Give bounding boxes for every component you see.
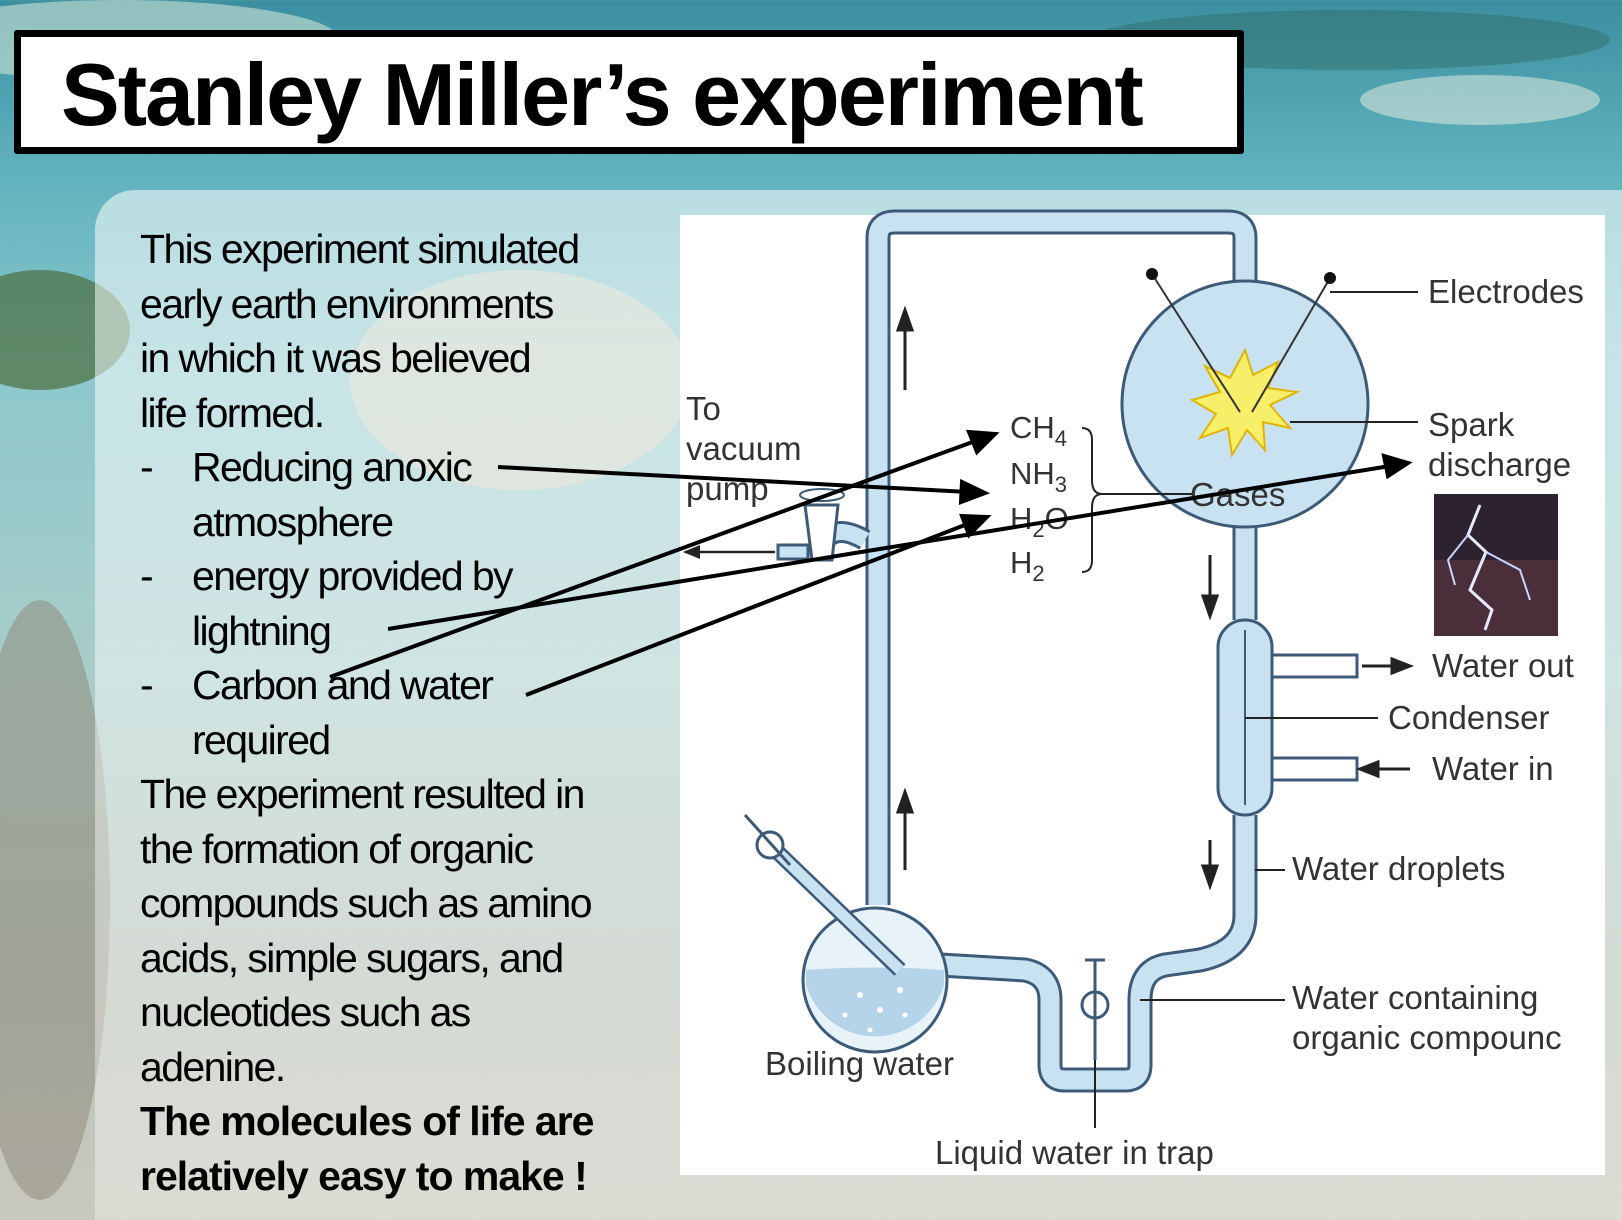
result-line: The experiment resulted in	[140, 771, 585, 817]
bullet-line: Reducing anoxic	[192, 444, 473, 490]
bullet-dash: -	[140, 662, 154, 708]
bullet-dash: -	[140, 444, 154, 490]
bullet-line: lightning	[192, 607, 332, 654]
intro-line: early earth environments	[140, 280, 554, 327]
result-line: acids, simple sugars, and	[140, 934, 564, 981]
bullet-carbon-water: - Carbon and water required	[140, 658, 660, 767]
text-column: This experiment simulated early earth en…	[140, 222, 660, 1203]
result-line: the formation of organic	[140, 825, 534, 872]
bullet-line: atmosphere	[192, 498, 394, 545]
bullet-line: Carbon and water	[192, 662, 494, 708]
result-line: compounds such as amino	[140, 880, 593, 926]
slide-title: Stanley Miller’s experiment	[61, 45, 1144, 144]
result-line: adenine.	[140, 1043, 286, 1090]
intro-line: This experiment simulated	[140, 226, 580, 272]
conclusion-line: The molecules of life are	[140, 1098, 595, 1144]
bullet-reducing-atmosphere: - Reducing anoxic atmosphere	[140, 440, 660, 549]
bullet-dash: -	[140, 553, 154, 599]
result-line: nucleotides such as	[140, 989, 471, 1035]
title-box: Stanley Miller’s experiment	[14, 30, 1244, 154]
conclusion-line: relatively easy to make !	[140, 1152, 588, 1199]
bullet-lightning: - energy provided by lightning	[140, 549, 660, 658]
diagram-background	[680, 215, 1605, 1175]
intro-line: life formed.	[140, 389, 325, 436]
bullet-line: energy provided by	[192, 553, 514, 599]
bullet-line: required	[192, 716, 331, 763]
intro-line: in which it was believed	[140, 335, 532, 381]
